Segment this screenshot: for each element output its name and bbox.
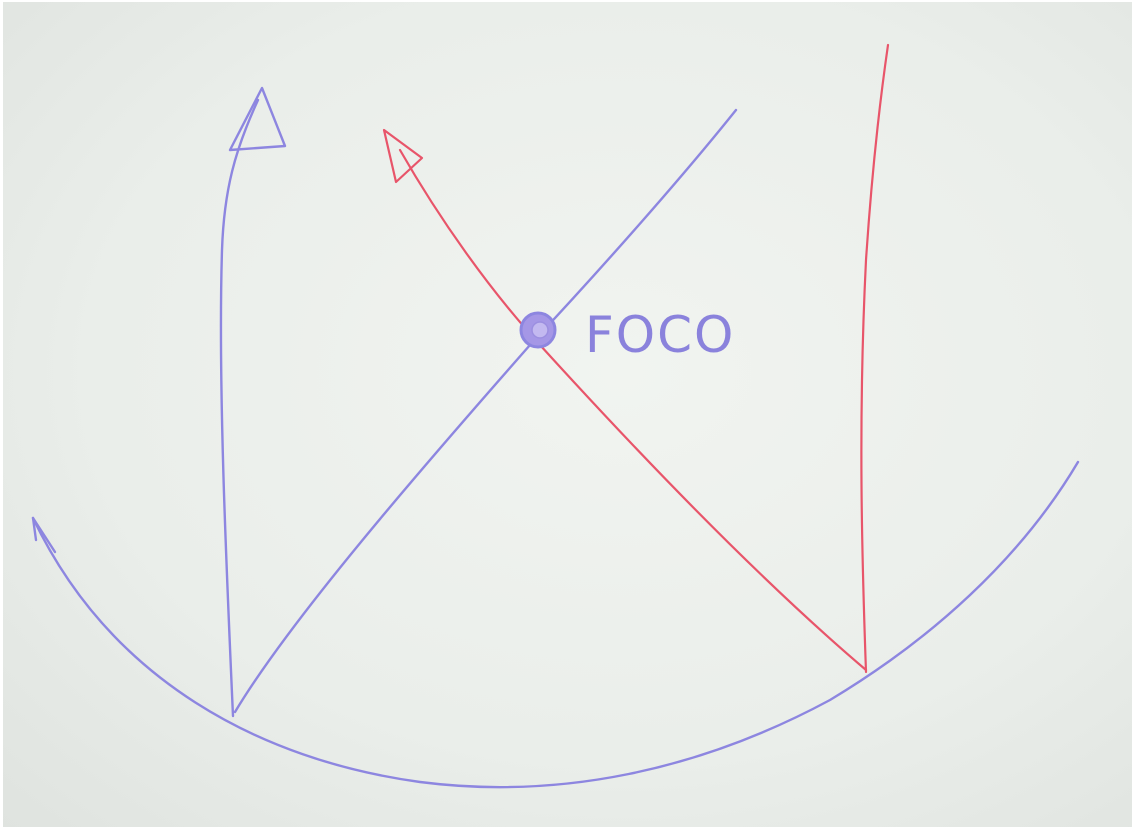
focus-label: FOCO [585, 306, 735, 364]
left-vertical-ray [219, 98, 260, 718]
parabola-curve [31, 460, 1080, 789]
red-diagonal-ray [398, 148, 868, 672]
red-ray-arrowhead-icon [382, 128, 424, 184]
left-ray-arrowhead-icon [228, 86, 287, 152]
parabola-left-arrowhead [31, 516, 57, 554]
red-vertical-ray [860, 43, 890, 674]
blue-diagonal-ray [233, 108, 738, 714]
focus-dot-core [531, 321, 549, 339]
